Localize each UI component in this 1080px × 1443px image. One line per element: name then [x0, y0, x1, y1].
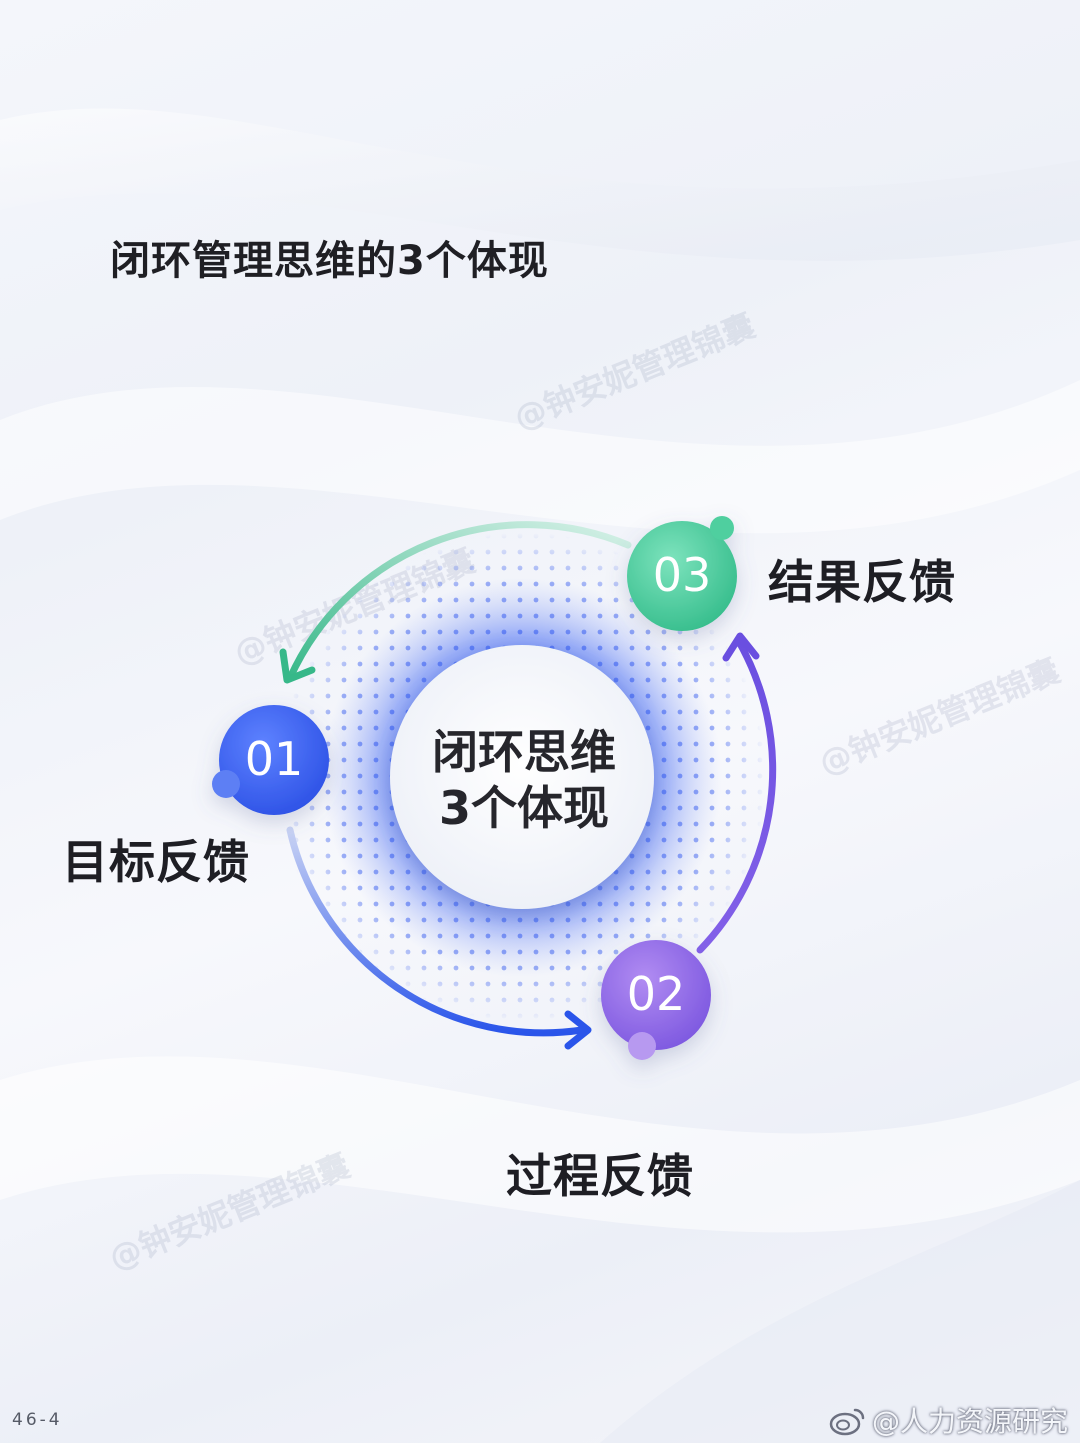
node-label-03: 结果反馈: [768, 555, 956, 609]
arc-03-to-01: [286, 521, 632, 682]
node-number-02: 02: [626, 967, 686, 1021]
node-label-01: 目标反馈: [62, 835, 250, 889]
arrow-icon: [564, 1010, 592, 1050]
center-circle: [390, 645, 654, 909]
arc-01-to-02: [286, 826, 586, 1037]
arrow-icon: [279, 648, 316, 684]
footer-account: @人力资源研究: [828, 1400, 1068, 1440]
node-number-03: 03: [652, 548, 712, 602]
center-label: 闭环思维 3个体现: [400, 724, 648, 836]
page-title: 闭环管理思维的3个体现: [110, 238, 549, 284]
node-label-02: 过程反馈: [506, 1149, 694, 1203]
arrow-icon: [722, 632, 760, 662]
node-02: [601, 940, 711, 1060]
center-label-line2: 3个体现: [438, 781, 609, 835]
node-03: [627, 516, 737, 631]
center-label-line1: 闭环思维: [432, 725, 616, 779]
account-name: @人力资源研究: [871, 1405, 1068, 1438]
page-code: 46-4: [12, 1410, 63, 1430]
node-01: [212, 705, 329, 815]
node-number-01: 01: [244, 732, 304, 786]
arc-02-to-03: [696, 636, 777, 954]
weibo-icon: [829, 1408, 865, 1436]
